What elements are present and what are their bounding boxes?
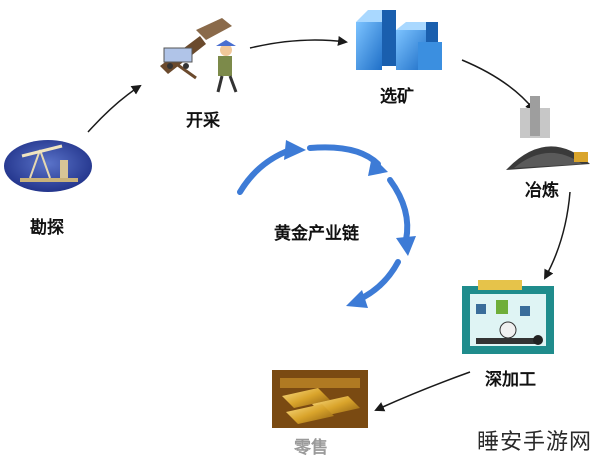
cycle-arrowheads [284, 140, 416, 308]
cycle-arrowhead-1 [284, 140, 306, 160]
factory-machine-icon [462, 280, 554, 354]
stage-label-process: 深加工 [485, 370, 536, 390]
flow-arrow-smelt-to-process [544, 191, 571, 280]
flow-arrow-beneficiate-to-smelt [461, 59, 536, 112]
flow-arrow-process-to-retail [374, 371, 471, 412]
cycle-arrow-segment-3 [387, 177, 411, 243]
gold-bars-icon [272, 370, 368, 428]
flow-arrow-mine-to-beneficiate [249, 36, 348, 49]
cycle-arrowhead-2 [368, 156, 388, 176]
cycle-arrow-segment-2 [307, 144, 381, 167]
stage-label-retail: 零售 [294, 438, 328, 458]
cycle-arrowhead-4 [346, 290, 368, 308]
stage-label-explore: 勘探 [30, 218, 64, 238]
stage-label-beneficiate: 选矿 [380, 87, 414, 107]
cycle-arrow-segment-4 [355, 259, 401, 303]
blue-buildings-icon [356, 10, 442, 70]
smelter-heap-icon [506, 96, 590, 170]
center-title: 黄金产业链 [274, 224, 359, 244]
cycle-arrowhead-3 [396, 236, 416, 256]
stage-label-mine: 开采 [186, 111, 220, 131]
flow-arrow-explore-to-mine [87, 84, 142, 133]
cycle-arrow-segment-1 [237, 147, 293, 195]
stage-label-smelt: 冶炼 [525, 181, 559, 201]
oil-pump-icon [4, 140, 92, 192]
miner-cart-icon [160, 18, 238, 93]
watermark: 睡安手游网 [476, 430, 592, 455]
